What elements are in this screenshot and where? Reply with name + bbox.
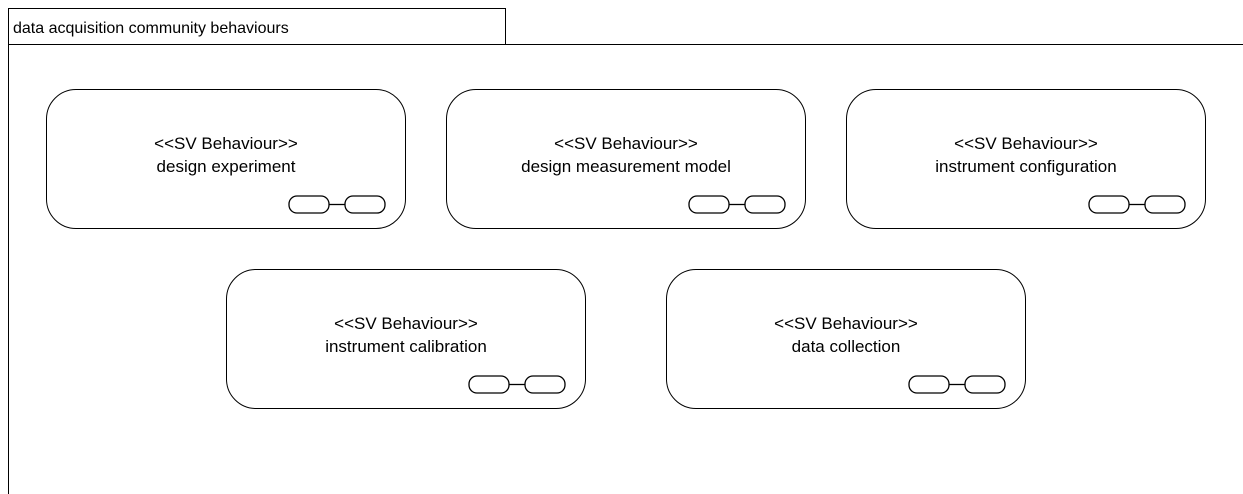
node-name: instrument calibration xyxy=(325,337,487,356)
behaviour-node-instrument-configuration[interactable]: <<SV Behaviour>> instrument configuratio… xyxy=(846,89,1206,229)
frame-title-tab xyxy=(8,8,506,45)
node-stereotype: <<SV Behaviour>> xyxy=(154,134,298,153)
behaviour-node-design-measurement-model[interactable]: <<SV Behaviour>> design measurement mode… xyxy=(446,89,806,229)
chain-link-icon xyxy=(288,195,386,214)
chain-link-icon xyxy=(908,375,1006,394)
node-name: instrument configuration xyxy=(935,157,1117,176)
behaviour-node-design-experiment[interactable]: <<SV Behaviour>> design experiment xyxy=(46,89,406,229)
node-stereotype: <<SV Behaviour>> xyxy=(334,314,478,333)
node-stereotype: <<SV Behaviour>> xyxy=(554,134,698,153)
chain-link-icon xyxy=(688,195,786,214)
node-name: design measurement model xyxy=(521,157,731,176)
node-stereotype: <<SV Behaviour>> xyxy=(954,134,1098,153)
diagram-frame xyxy=(8,44,1243,494)
chain-link-icon xyxy=(1088,195,1186,214)
chain-link-icon xyxy=(468,375,566,394)
node-name: data collection xyxy=(791,337,901,356)
behaviour-node-instrument-calibration[interactable]: <<SV Behaviour>> instrument calibration xyxy=(226,269,586,409)
node-stereotype: <<SV Behaviour>> xyxy=(774,314,918,333)
behaviour-node-data-collection[interactable]: <<SV Behaviour>> data collection xyxy=(666,269,1026,409)
node-name: design experiment xyxy=(156,157,296,176)
frame-title: data acquisition community behaviours xyxy=(13,20,289,37)
